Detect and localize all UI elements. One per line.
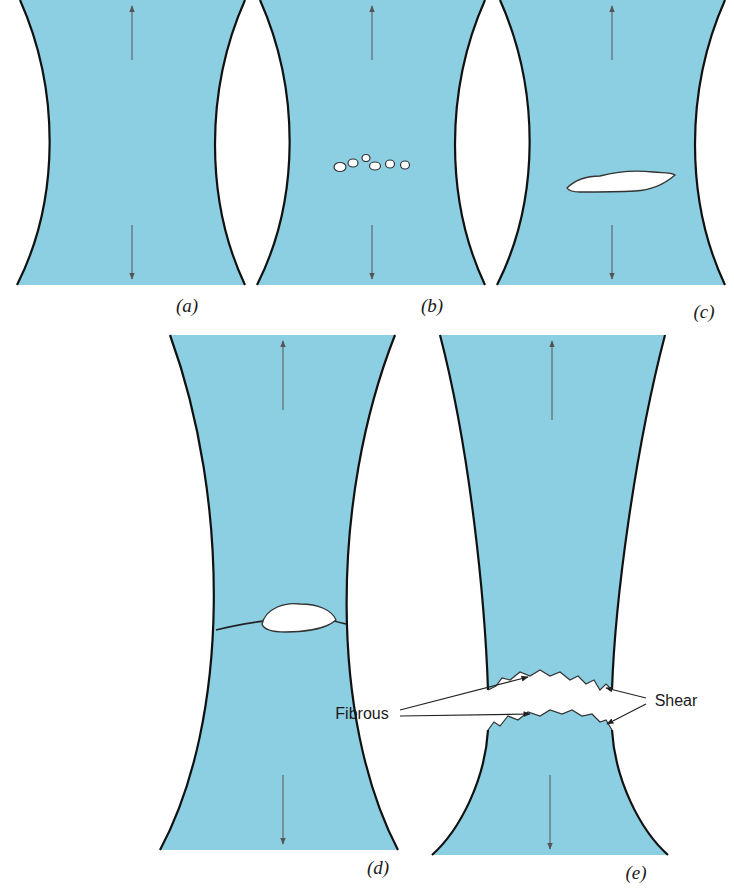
panel-letter: (d) — [367, 858, 389, 879]
panel-letter: (c) — [693, 302, 714, 323]
region-label: Shear — [655, 692, 698, 710]
leader-lines — [400, 677, 646, 724]
specimen-e — [432, 335, 668, 855]
specimen-a — [17, 0, 245, 285]
specimen-d — [160, 335, 398, 850]
panel-letter: (a) — [176, 296, 198, 317]
specimen-c — [497, 0, 725, 285]
panel-letter: (b) — [421, 296, 443, 317]
specimen-b — [257, 0, 485, 285]
region-label: Fibrous — [335, 705, 388, 723]
panel-letter: (e) — [625, 863, 646, 884]
